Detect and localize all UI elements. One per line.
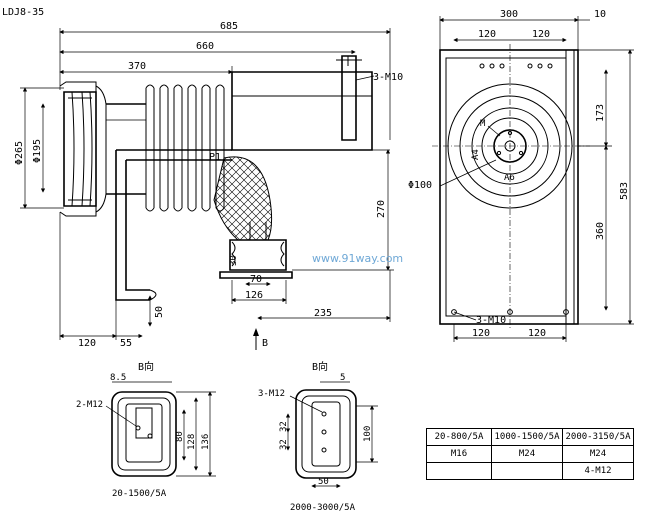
dim-55: 55 (120, 338, 132, 349)
dim-phi100: Φ100 (408, 180, 432, 191)
drawing-title: LDJ8-35 (2, 7, 44, 18)
dim-270: 270 (376, 200, 387, 218)
dim-50: 50 (154, 306, 165, 318)
dim-128: 128 (187, 434, 197, 450)
label-a4: A4 (471, 149, 481, 160)
spec-cell: M24 (491, 445, 563, 463)
spec-cell: M16 (426, 445, 492, 463)
thread-3m12: 3-M12 (258, 389, 285, 399)
label-m: M (480, 119, 486, 129)
dim-300: 300 (500, 9, 518, 20)
view-b1-caption: 20-1500/5A (112, 489, 167, 499)
view-b1-title: B向 (138, 360, 154, 373)
spec-table-row: M16 M24 M24 (426, 445, 634, 463)
dim-583: 583 (619, 182, 630, 200)
spec-cell: M24 (562, 445, 634, 463)
dim-120-top-a: 120 (478, 29, 496, 40)
spec-header-cell: 20-800/5A (426, 428, 492, 446)
thread-3m10-side: 3-M10 (476, 315, 506, 326)
thread-2m12: 2-M12 (76, 400, 103, 410)
dim-10: 10 (594, 9, 606, 20)
thread-3m10-front: 3-M10 (373, 72, 403, 83)
view-b2-title: B向 (312, 360, 328, 373)
watermark: www.91way.com (312, 252, 403, 265)
spec-table: 20-800/5A 1000-1500/5A 2000-3150/5A M16 … (426, 428, 634, 480)
dim-120-front: 120 (78, 338, 96, 349)
dim-50-b2: 50 (318, 477, 329, 487)
view-b-label: B (262, 338, 268, 349)
spec-cell: 4-M12 (562, 462, 634, 480)
dim-70: 70 (250, 274, 262, 285)
dim-5: 5 (340, 373, 345, 383)
dim-32-a: 32 (279, 421, 289, 432)
dim-80: 80 (175, 431, 185, 442)
dim-120-bot-a: 120 (472, 328, 490, 339)
dim-100: 100 (363, 426, 373, 442)
view-b-3000: B向 5 3-M12 32 32 100 50 2000-3000/5A (258, 360, 378, 513)
spec-header-cell: 1000-1500/5A (491, 428, 563, 446)
bolt-holes-top (479, 63, 553, 69)
dim-8-5: 8.5 (110, 373, 126, 383)
dim-30: 30 (229, 255, 239, 266)
dim-660: 660 (196, 41, 214, 52)
dim-32-b: 32 (279, 439, 289, 450)
spec-cell (426, 462, 492, 480)
front-view: 685 660 370 Φ265 Φ195 (14, 21, 403, 350)
dim-phi195: Φ195 (32, 139, 43, 163)
dim-235: 235 (314, 308, 332, 319)
dim-136: 136 (201, 434, 211, 450)
dim-360: 360 (595, 222, 606, 240)
dim-685: 685 (220, 21, 238, 32)
terminal-p1: P1 (209, 152, 221, 163)
dim-126: 126 (245, 290, 263, 301)
dim-370: 370 (128, 61, 146, 72)
side-view: 300 10 120 120 (408, 9, 634, 342)
spec-table-row: 4-M12 (426, 462, 634, 480)
view-b2-caption: 2000-3000/5A (290, 503, 356, 513)
label-a6: A6 (504, 173, 515, 183)
dim-120-bot-b: 120 (528, 328, 546, 339)
dim-173: 173 (595, 104, 606, 122)
dim-phi265: Φ265 (14, 141, 25, 165)
spec-cell (491, 462, 563, 480)
view-b-1500: B向 8.5 2-M12 80 128 136 20-1500/5A (76, 360, 216, 499)
spec-header-cell: 2000-3150/5A (562, 428, 634, 446)
dim-120-top-b: 120 (532, 29, 550, 40)
spec-table-header-row: 20-800/5A 1000-1500/5A 2000-3150/5A (426, 428, 634, 446)
insulator-sheds (145, 84, 225, 212)
